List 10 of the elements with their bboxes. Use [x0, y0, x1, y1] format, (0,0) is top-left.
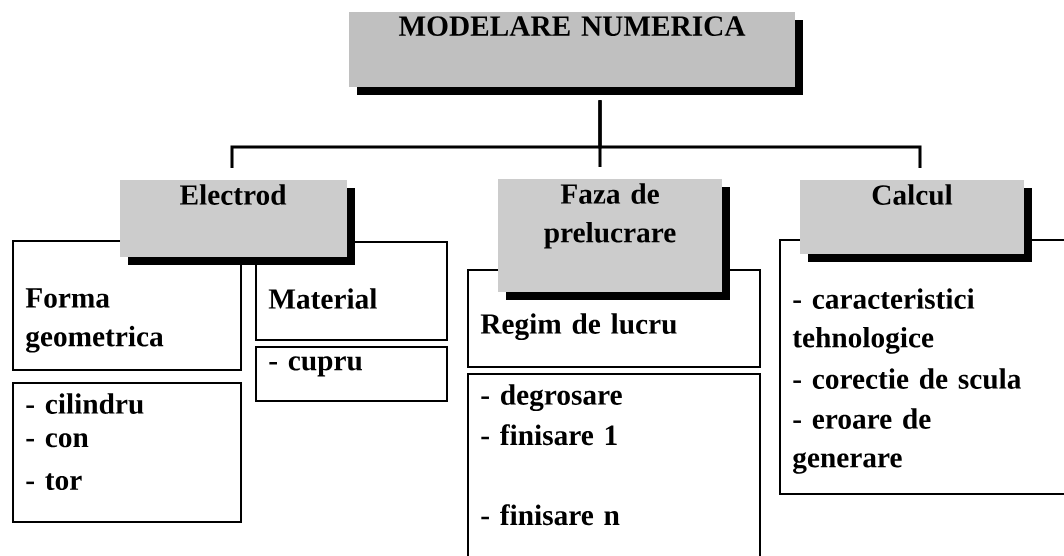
category-box: - degrosare - finisare 1 - finisare n — [467, 373, 761, 556]
category-box: - cupru — [255, 346, 448, 402]
category-box: - cilindru - con - tor — [12, 382, 242, 523]
header-box: Electrod — [120, 180, 355, 265]
header-box: Calcul — [800, 180, 1032, 262]
connector-line — [598, 100, 922, 168]
header-box: Faza de prelucrare — [498, 179, 730, 300]
header-box: MODELARE NUMERICA — [349, 12, 803, 95]
category-box: Forma geometrica — [12, 240, 242, 371]
category-box: - caracteristici tehnologice - corectie de scula - eroare de generare — [779, 239, 1064, 495]
